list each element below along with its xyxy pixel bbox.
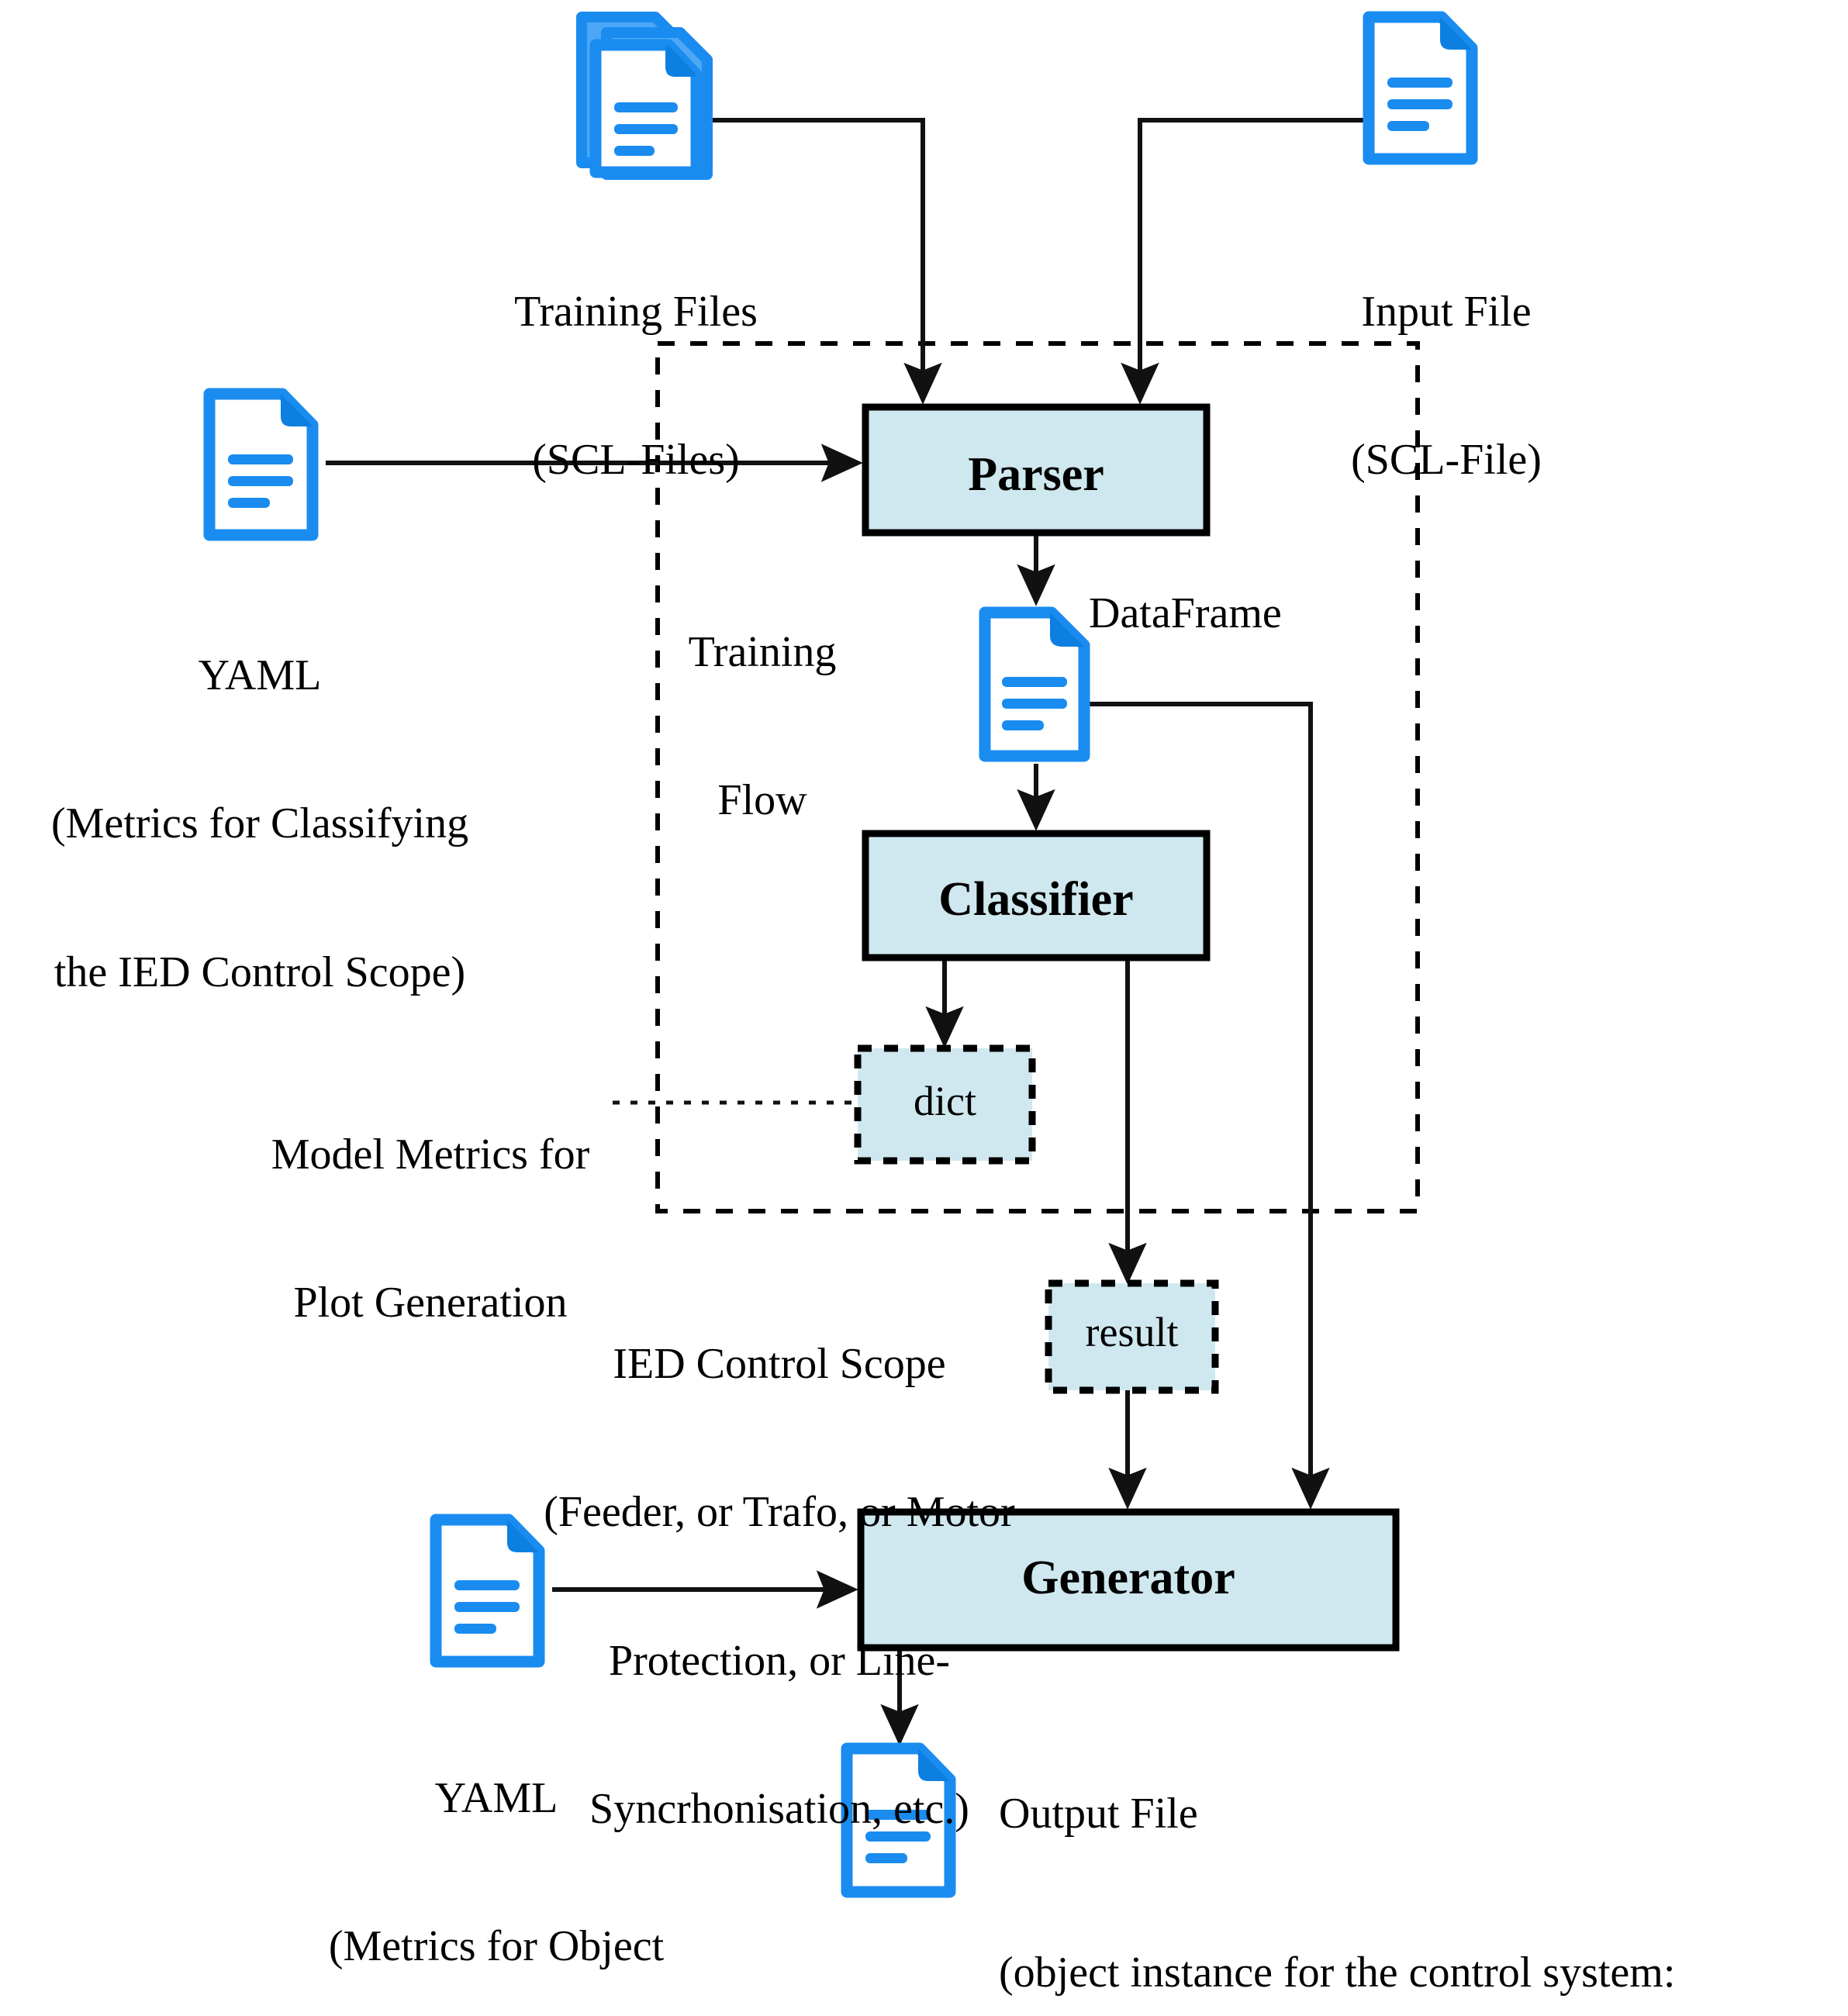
input-file-label-line1: Input File — [1361, 287, 1532, 336]
yaml-classify-file-icon — [203, 388, 319, 541]
classifier-label: Classifier — [938, 873, 1134, 926]
edge-input-file-to-parser — [1121, 118, 1369, 405]
ied-scope-line1: IED Control Scope — [613, 1339, 946, 1388]
yaml-classify-label-line1: YAML — [198, 651, 322, 699]
result-store-box[interactable] — [1045, 1279, 1219, 1394]
yaml-classify-label-line3: the IED Control Scope) — [54, 948, 466, 996]
input-file-label: Input File (SCL-File) — [1241, 188, 1652, 585]
classifier-box[interactable] — [862, 830, 1211, 961]
dataframe-file-icon — [979, 606, 1090, 762]
yaml-object-label-line1: YAML — [434, 1773, 558, 1822]
output-line2: (object instance for the control system: — [999, 1948, 1676, 1997]
ied-scope-line4: Syncrhonisation, etc.) — [589, 1785, 969, 1834]
yaml-object-label-line2: (Metrics for Object — [328, 1922, 665, 1971]
training-flow-label: Training Flow — [665, 529, 859, 925]
parser-label: Parser — [968, 448, 1104, 501]
result-label: result — [1085, 1309, 1179, 1355]
yaml-object-label: YAML (Metrics for Object Generation) — [256, 1675, 737, 2016]
generator-label: Generator — [1021, 1552, 1235, 1604]
yaml-classify-label: YAML (Metrics for Classifying the IED Co… — [0, 552, 535, 1096]
output-line1: Output File — [999, 1789, 1198, 1838]
dict-label: dict — [914, 1078, 976, 1124]
dict-store-box[interactable] — [854, 1044, 1036, 1165]
edge-dataframe-to-generator — [1089, 702, 1330, 1510]
input-file-label-line2: (SCL-File) — [1351, 436, 1542, 485]
ied-scope-line3: Protection, or Line- — [608, 1636, 951, 1685]
training-files-label: Training Files (SCL-Files) — [427, 188, 845, 585]
ied-control-scope-label: IED Control Scope (Feeder, or Trafo, or … — [512, 1241, 1047, 1934]
generator-box[interactable] — [857, 1508, 1400, 1652]
input-file-icon — [1363, 11, 1478, 165]
parser-box[interactable] — [862, 403, 1211, 537]
edge-training-files-to-parser — [693, 118, 942, 405]
multi-file-icon — [576, 12, 713, 180]
dataframe-label: DataFrame — [1089, 589, 1282, 637]
yaml-classify-label-line2: (Metrics for Classifying — [50, 799, 469, 848]
output-file-icon — [841, 1742, 956, 1898]
training-flow-label-line1: Training — [688, 627, 837, 676]
model-metrics-label: Model Metrics for Plot Generation — [174, 1031, 686, 1427]
training-files-label-line1: Training Files — [514, 287, 758, 336]
yaml-object-file-icon — [430, 1514, 545, 1668]
model-metrics-label-line2: Plot Generation — [293, 1279, 568, 1327]
ied-scope-line2: (Feeder, or Trafo, or Motor — [544, 1488, 1015, 1537]
model-metrics-label-line1: Model Metrics for — [271, 1130, 590, 1179]
output-file-label: Output File (object instance for the con… — [999, 1681, 1848, 2016]
training-flow-label-line2: Flow — [717, 776, 807, 825]
training-files-label-line2: (SCL-Files) — [532, 436, 740, 485]
